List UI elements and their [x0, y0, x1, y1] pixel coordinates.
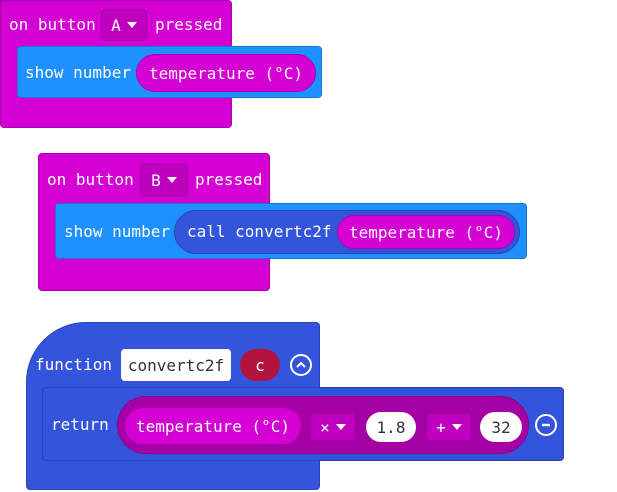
plus-symbol: + [436, 417, 446, 437]
call-label: call convertc2f [187, 222, 332, 241]
button-selector-b[interactable]: B [140, 164, 188, 196]
math-expression-block[interactable]: temperature (°C) × 1.8 + 32 [117, 396, 529, 454]
button-selector-a[interactable]: A [101, 9, 147, 41]
call-function-block[interactable]: call convertc2f temperature (°C) [174, 210, 520, 254]
chevron-down-icon [451, 424, 462, 430]
button-label: A [111, 15, 121, 35]
number-input-1-8[interactable]: 1.8 [366, 412, 416, 442]
event-label: on button [47, 170, 134, 189]
chevron-down-icon [166, 177, 177, 183]
number-input-32[interactable]: 32 [480, 412, 522, 442]
pressed-label: pressed [155, 15, 223, 34]
pressed-label: pressed [195, 170, 263, 189]
collapse-icon[interactable] [290, 354, 312, 376]
show-number-label: show number [25, 63, 131, 82]
show-number-block[interactable]: show number temperature (°C) [17, 46, 322, 98]
function-name-field[interactable]: convertc2f [121, 349, 231, 381]
temperature-reporter[interactable]: temperature (°C) [124, 407, 302, 445]
on-button-b-pressed-block[interactable]: on button B pressed show number call con… [38, 153, 527, 291]
function-label: function [35, 355, 113, 374]
minus-circle-icon[interactable] [535, 414, 557, 436]
show-number-block[interactable]: show number call convertc2f temperature … [55, 203, 527, 259]
event-label: on button [9, 15, 96, 34]
multiply-symbol: × [320, 417, 330, 437]
return-label: return [51, 415, 109, 434]
chevron-down-icon [335, 424, 346, 430]
param-c[interactable]: c [240, 349, 280, 381]
return-block[interactable]: return temperature (°C) × 1.8 + 32 [42, 387, 564, 461]
show-number-label: show number [64, 222, 170, 241]
temperature-reporter[interactable]: temperature (°C) [337, 215, 515, 249]
button-label: B [151, 170, 161, 190]
operator-plus-dropdown[interactable]: + [426, 413, 472, 441]
on-button-a-pressed-block[interactable]: on button A pressed show number temperat… [0, 0, 322, 128]
operator-multiply-dropdown[interactable]: × [310, 413, 356, 441]
chevron-down-icon [126, 22, 137, 28]
temperature-reporter[interactable]: temperature (°C) [136, 54, 316, 92]
